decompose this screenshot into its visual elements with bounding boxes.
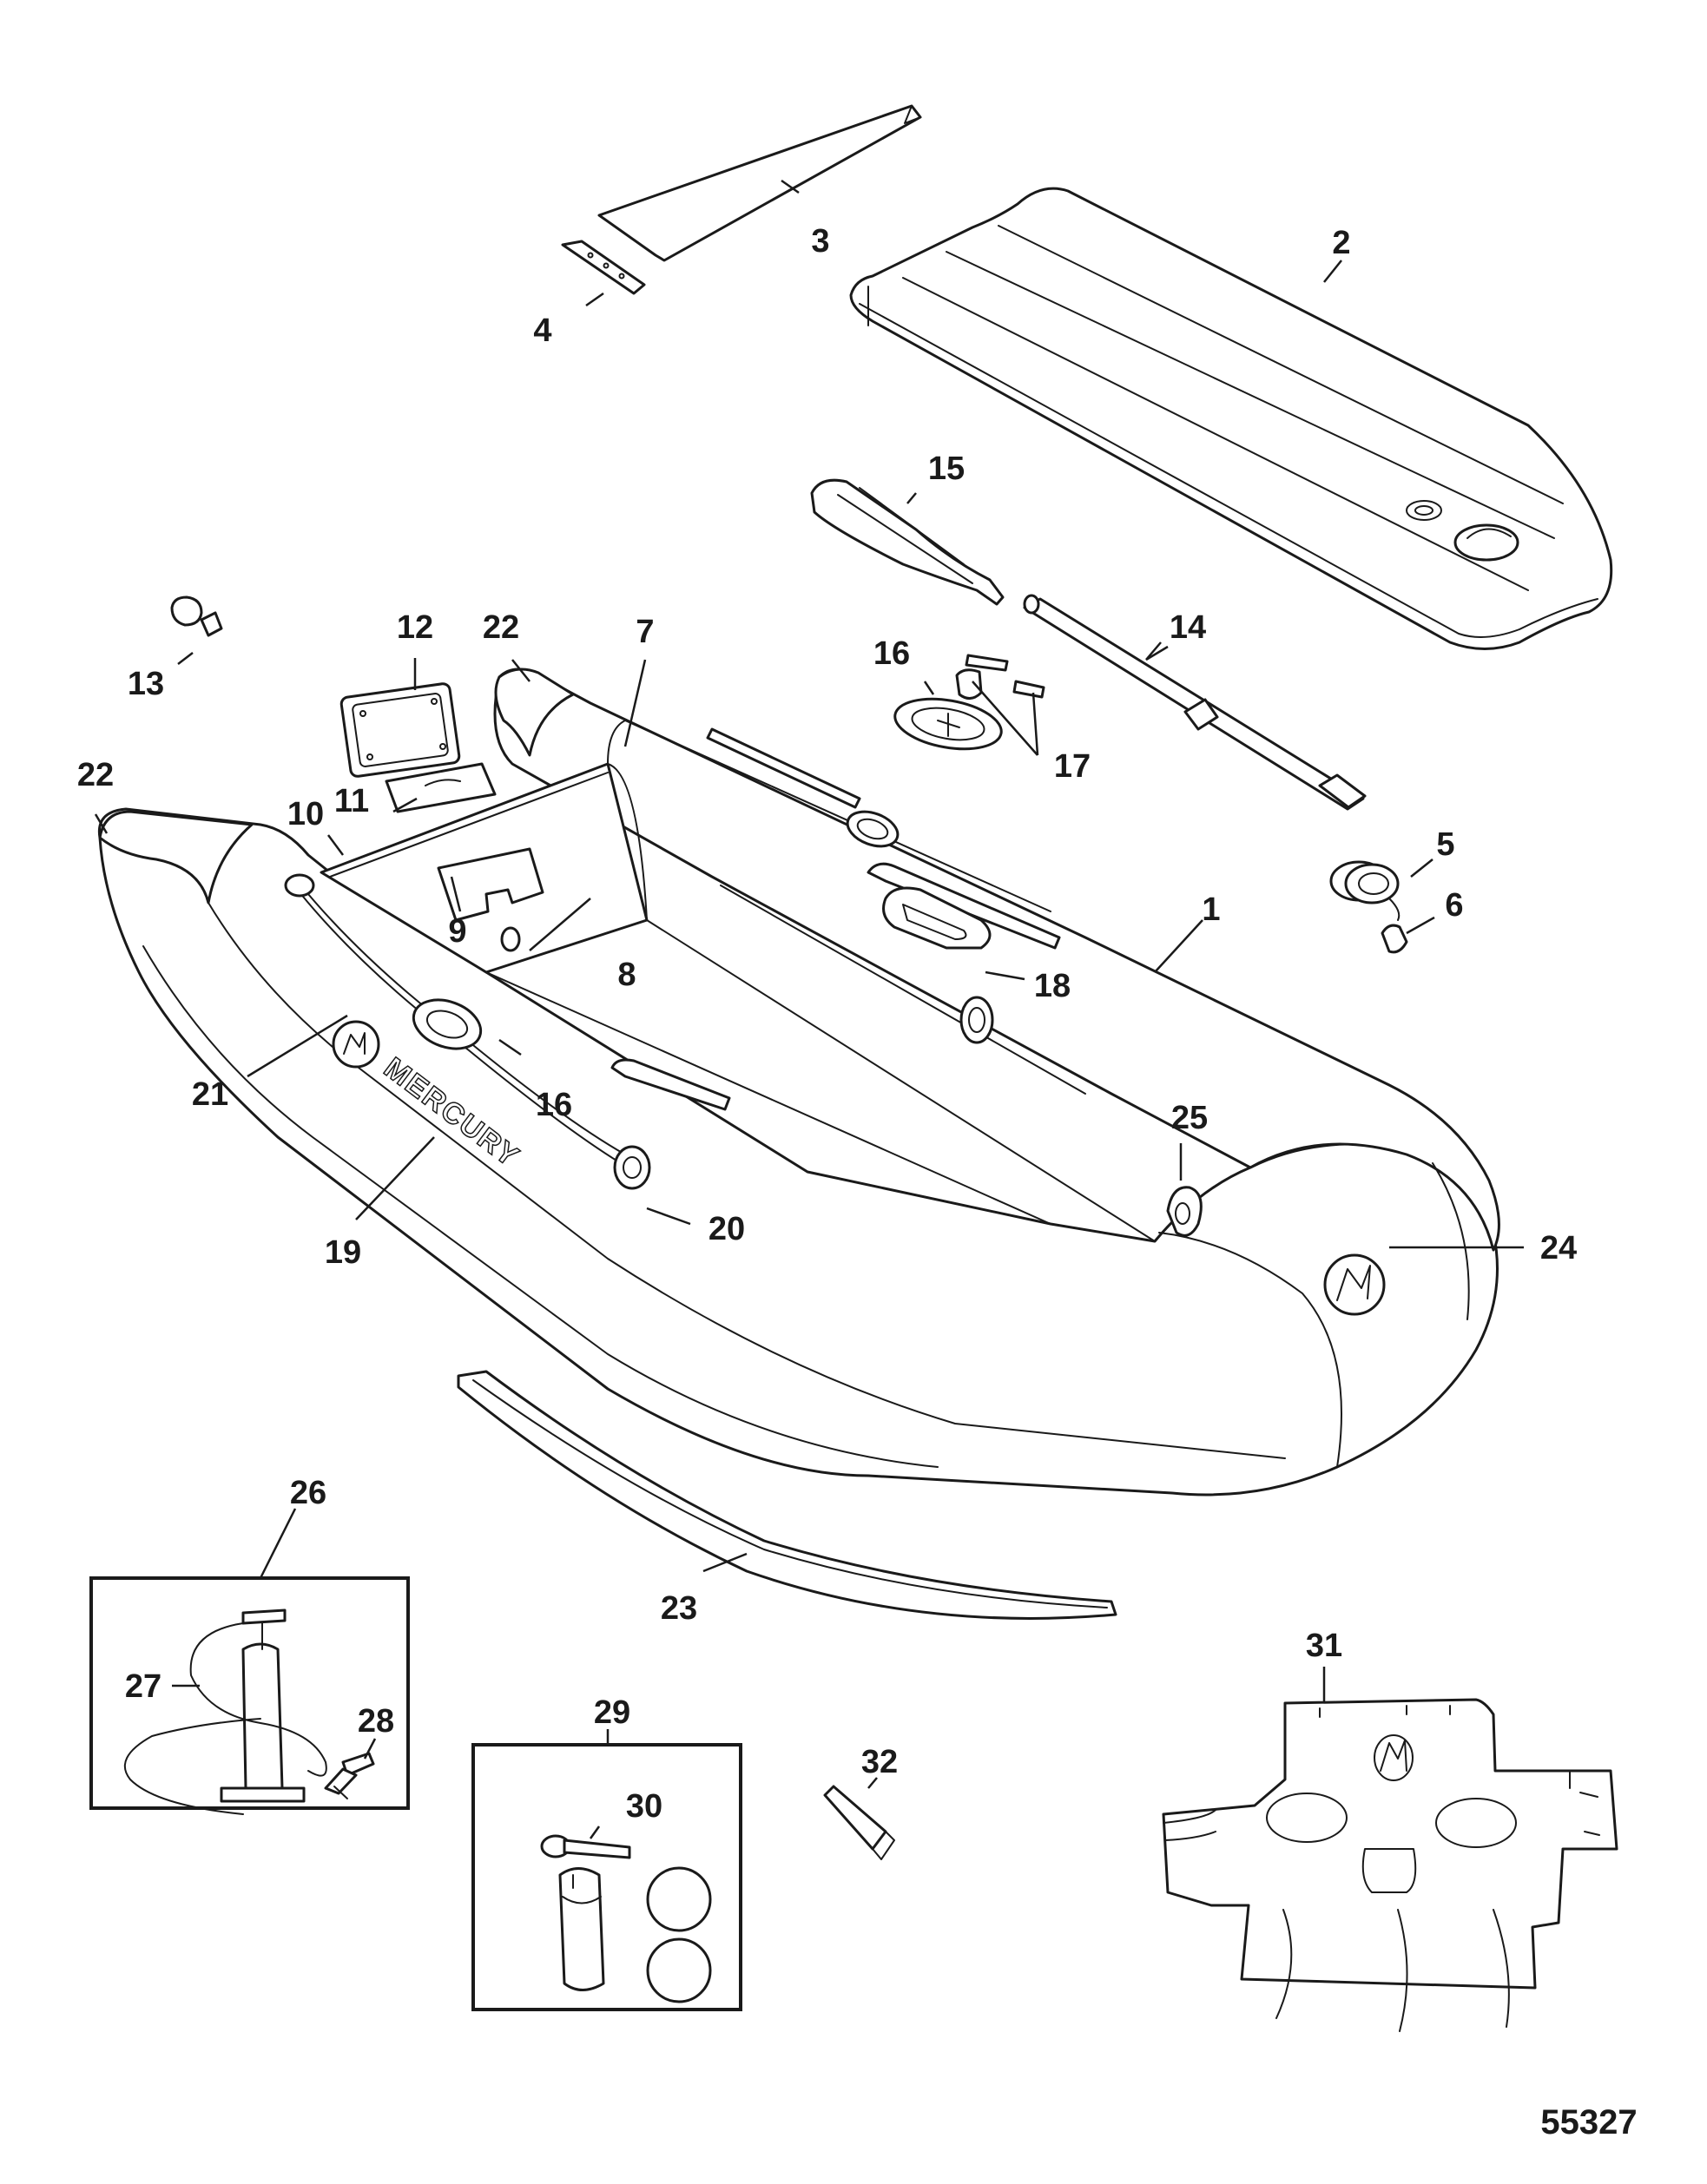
callout-15: 15: [928, 451, 965, 487]
callout-1: 1: [1202, 891, 1220, 928]
callout-10: 10: [287, 796, 324, 832]
callout-18: 18: [1034, 968, 1071, 1004]
callout-3: 3: [811, 223, 829, 260]
callout-4: 4: [533, 312, 551, 349]
oar-blade: [810, 478, 1005, 606]
callout-20: 20: [709, 1211, 745, 1247]
callout-16-lower: 16: [536, 1087, 572, 1123]
callout-6: 6: [1445, 887, 1463, 924]
callout-2: 2: [1332, 225, 1350, 261]
oar-shaft: [1023, 594, 1367, 811]
valve-cap: [170, 595, 223, 637]
valve-wrench: [540, 1834, 631, 1859]
callout-9: 9: [448, 913, 466, 950]
callout-5: 5: [1436, 826, 1454, 863]
callout-27: 27: [125, 1668, 161, 1705]
callout-26: 26: [290, 1475, 326, 1511]
callout-21: 21: [192, 1076, 228, 1113]
transom-plate: [339, 682, 461, 778]
floorboard: [849, 187, 1613, 650]
callout-14: 14: [1170, 609, 1206, 646]
storage-bag: [1162, 1698, 1618, 2032]
pump-adapter: [324, 1752, 375, 1799]
callout-32: 32: [861, 1744, 898, 1780]
repair-patches: [646, 1866, 712, 2003]
callout-7: 7: [636, 614, 654, 650]
adhesive-container: [558, 1867, 605, 1991]
inflation-valve: [1329, 860, 1401, 921]
transom-board: [597, 104, 922, 262]
callout-24: 24: [1540, 1230, 1577, 1266]
callout-28: 28: [358, 1703, 394, 1740]
adhesive-tube: [823, 1785, 895, 1860]
callout-29: 29: [594, 1694, 630, 1731]
hand-pump: [123, 1608, 327, 1815]
callout-16-upper: 16: [873, 635, 910, 672]
callout-13: 13: [128, 666, 164, 702]
inflatable-hull: MERCURY: [97, 668, 1500, 1497]
callout-25: 25: [1171, 1100, 1208, 1136]
oarlock-pins: [955, 654, 1045, 700]
callout-30: 30: [626, 1788, 662, 1825]
transom-bracket: [561, 240, 646, 295]
pump-kit-box: [89, 1576, 410, 1810]
valve-plug: [1381, 924, 1408, 954]
callout-11: 11: [334, 783, 369, 819]
callout-19: 19: [325, 1234, 361, 1271]
callout-23: 23: [661, 1590, 697, 1627]
callout-31: 31: [1306, 1628, 1342, 1664]
leader-lines: [94, 179, 1524, 1839]
oarlock-upper: [893, 697, 1003, 751]
callout-22-upper: 22: [483, 609, 519, 646]
callout-8: 8: [617, 957, 636, 993]
callout-22-left: 22: [77, 757, 114, 793]
callout-12: 12: [397, 609, 433, 646]
callout-17: 17: [1054, 748, 1091, 785]
keel-strip: [457, 1370, 1117, 1620]
figure-number: 55327: [1540, 2103, 1637, 2141]
callout-labels: 1 2 3 4 5 6 7 8 9 10 11 12 13 14 15 16 1…: [77, 223, 1638, 2141]
